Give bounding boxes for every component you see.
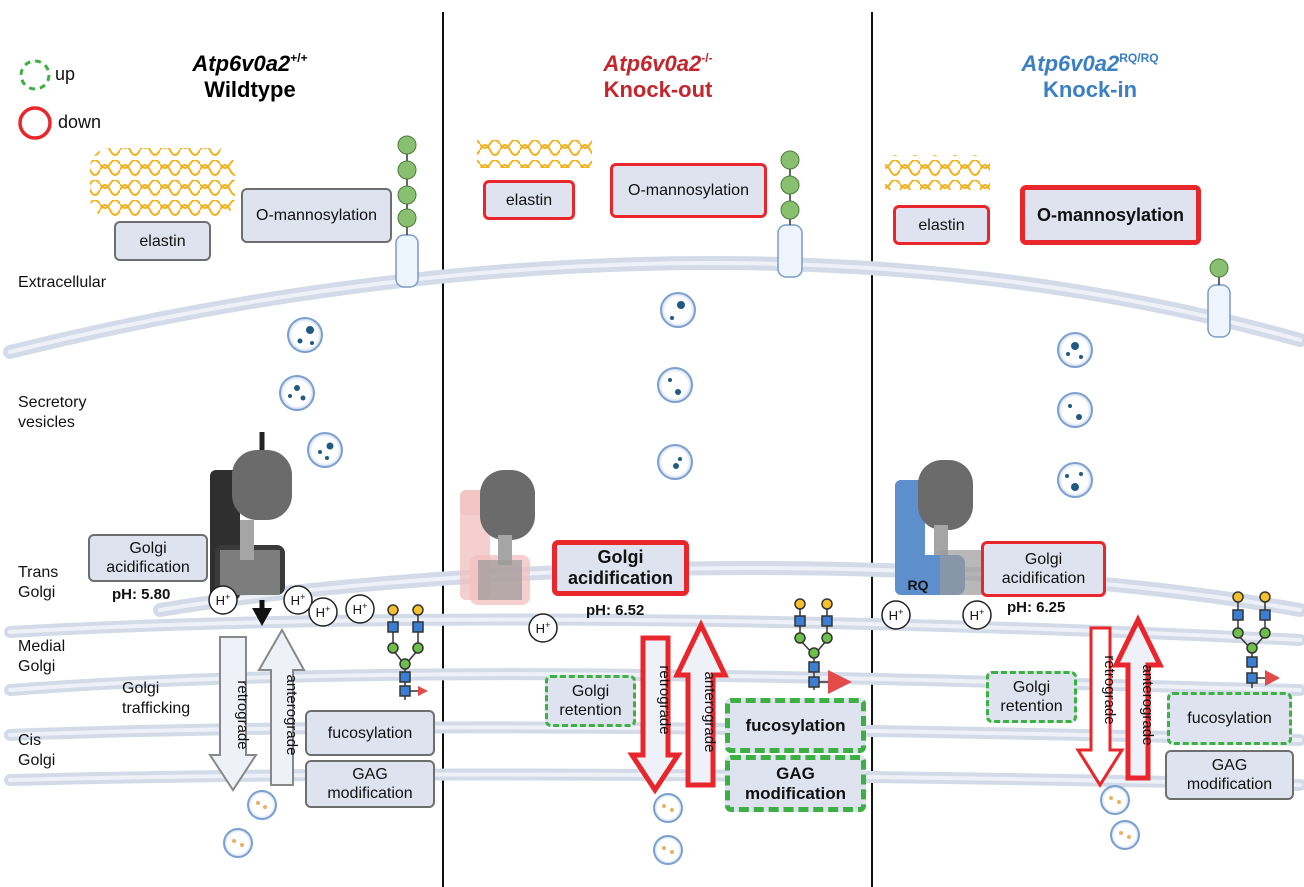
anterograde-label-ko: anterograde: [701, 672, 718, 753]
o-glycan-receptor-ko: [778, 151, 802, 277]
gag-modification-box-wt: GAG modification: [305, 760, 435, 808]
label-golgi-trafficking: Golgi trafficking: [122, 679, 212, 719]
anterograde-label-ki: anterograde: [1139, 665, 1156, 746]
elastin-box-ki: elastin: [893, 205, 990, 245]
panel-title-wildtype: Atp6v0a2+/+ Wildtype: [100, 45, 400, 103]
elastin-fibers-ki: [885, 155, 990, 190]
golgi-retention-box-ko: Golgi retention: [545, 675, 636, 727]
o-mannosylation-box-ko: O-mannosylation: [610, 163, 767, 218]
elastin-box-ko: elastin: [483, 180, 575, 220]
label-secretory-vesicles: Secretory vesicles: [18, 393, 123, 433]
ph-value-ki: pH: 6.25: [1007, 599, 1065, 616]
legend-up-icon: [21, 61, 49, 89]
elastin-fibers-ko: [477, 140, 592, 168]
elastin-box-wt: elastin: [114, 221, 211, 261]
golgi-retention-box-ki: Golgi retention: [986, 671, 1077, 723]
o-mannosylation-box-wt: O-mannosylation: [241, 188, 392, 243]
o-glycan-receptor-wt: [396, 136, 418, 287]
golgi-acidification-box-ko: Golgi acidification: [552, 540, 689, 596]
plasma-membrane: [10, 263, 1300, 352]
anterograde-label-wt: anterograde: [283, 675, 300, 756]
retrograde-label-ko: retrograde: [656, 665, 673, 734]
label-cis-golgi: Cis Golgi: [18, 731, 78, 771]
gag-modification-box-ko: GAG modification: [725, 755, 866, 812]
o-mannosylation-box-ki: O-mannosylation: [1020, 185, 1201, 245]
label-trans-golgi: Trans Golgi: [18, 563, 78, 603]
golgi-acidification-box-wt: Golgi acidification: [88, 534, 208, 582]
panel-title-knockout: Atp6v0a2-/- Knock-out: [508, 45, 808, 103]
label-extracellular: Extracellular: [18, 273, 106, 293]
gag-modification-box-ki: GAG modification: [1165, 750, 1294, 800]
legend-down-label: down: [58, 112, 101, 133]
panel-title-knockin: Atp6v0a2RQ/RQ Knock-in: [940, 45, 1240, 103]
label-medial-golgi: Medial Golgi: [18, 637, 78, 677]
ph-value-wt: pH: 5.80: [112, 586, 170, 603]
legend-up-label: up: [55, 64, 75, 85]
fucosylation-box-ki: fucosylation: [1167, 692, 1292, 745]
legend-down-icon: [20, 108, 50, 138]
ph-value-ko: pH: 6.52: [586, 602, 644, 619]
v-atpase-knockin: [895, 460, 984, 595]
elastin-fibers-wt: [90, 148, 235, 218]
golgi-acidification-box-ki: Golgi acidification: [981, 541, 1106, 597]
fucosylation-box-wt: fucosylation: [305, 710, 435, 756]
retrograde-label-ki: retrograde: [1101, 655, 1118, 724]
mutation-label: RQ: [908, 577, 929, 593]
o-glycan-receptor-ki: [1208, 259, 1230, 337]
fucosylation-box-ko: fucosylation: [725, 698, 866, 753]
retrograde-label-wt: retrograde: [234, 680, 251, 749]
v-atpase-knockout: [460, 470, 535, 605]
